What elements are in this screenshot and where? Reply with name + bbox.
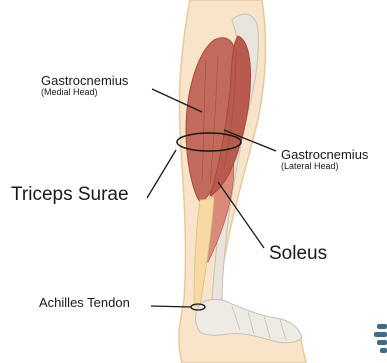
label-gastrocnemius-medial: Gastrocnemius (Medial Head)	[41, 74, 128, 98]
label-triceps-surae: Triceps Surae	[11, 185, 129, 206]
label-gastrocnemius-lateral-sub: (Lateral Head)	[281, 162, 368, 172]
leader-triceps-surae	[147, 150, 176, 198]
label-gastrocnemius-medial-title: Gastrocnemius	[41, 74, 128, 88]
label-gastrocnemius-medial-sub: (Medial Head)	[41, 88, 128, 98]
label-gastrocnemius-lateral: Gastrocnemius (Lateral Head)	[281, 148, 368, 172]
label-achilles-tendon: Achilles Tendon	[39, 296, 130, 310]
label-soleus: Soleus	[269, 244, 327, 265]
brand-logo-icon	[373, 322, 387, 363]
label-gastrocnemius-lateral-title: Gastrocnemius	[281, 148, 368, 162]
